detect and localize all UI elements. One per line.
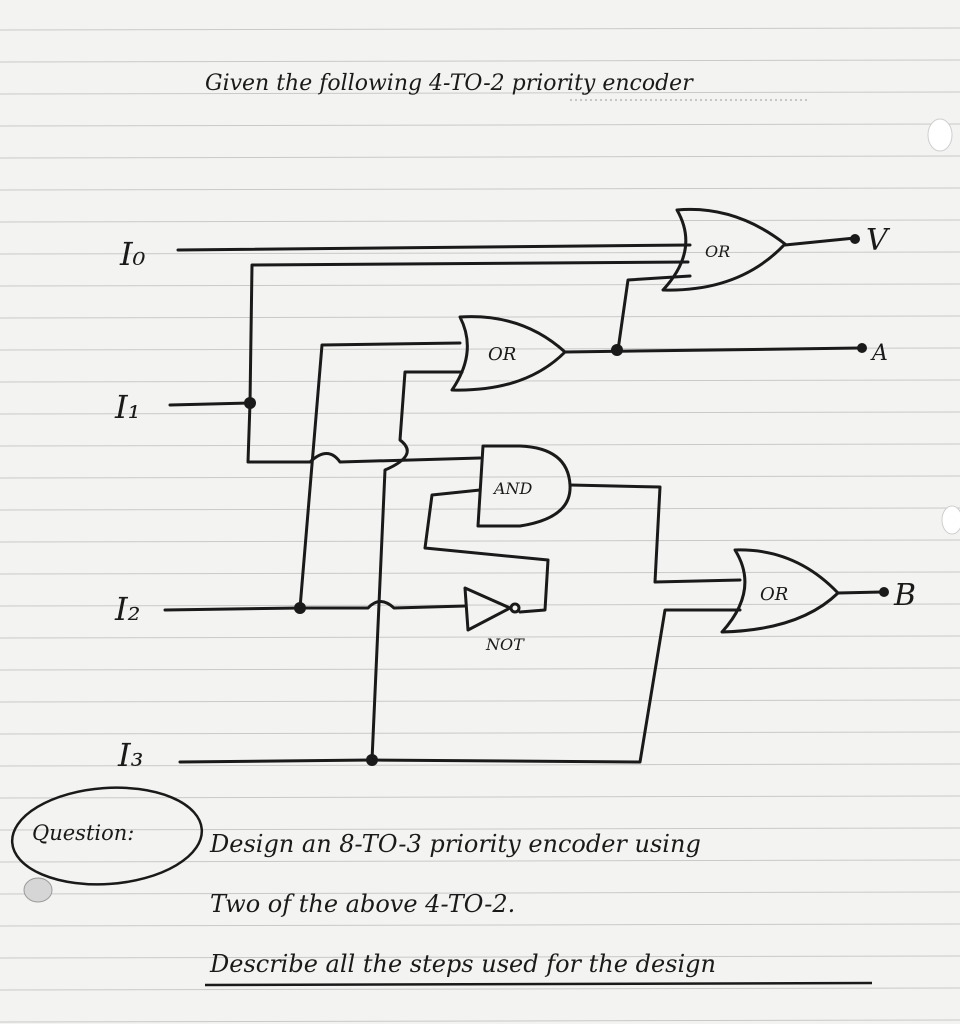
- or-gate-b-label: OR: [760, 584, 788, 605]
- wire-a-feedback: [616, 274, 692, 352]
- ruled-line: [0, 27, 960, 31]
- or-gate-v-label: OR: [705, 242, 730, 261]
- not-gate: NOT: [463, 586, 525, 654]
- ruled-line: [0, 731, 960, 735]
- ruled-line: [0, 379, 960, 383]
- ruled-line: [0, 1019, 960, 1023]
- ruled-line: [0, 923, 960, 927]
- output-label-a: A: [870, 341, 888, 366]
- question-line-2: Two of the above 4-TO-2.: [210, 890, 515, 918]
- junction-i3: [366, 754, 378, 766]
- input-label-i0: I₀: [119, 235, 146, 273]
- ruled-line: [0, 987, 960, 991]
- ruled-line: [0, 411, 960, 415]
- terminal-b: [879, 587, 889, 597]
- wire-and-out: [568, 483, 742, 584]
- junction-i1: [244, 397, 256, 409]
- or-gate-a-label: OR: [488, 344, 516, 365]
- question-oval: [10, 786, 204, 886]
- terminal-a: [857, 343, 867, 353]
- question-line-3: Describe all the steps used for the desi…: [209, 950, 716, 978]
- wire-not-loop: [423, 488, 550, 614]
- binder-hole-bottom: [23, 877, 53, 903]
- wire-i3-up: [370, 370, 464, 762]
- question-line-3-underline: [204, 981, 873, 987]
- wire-i1: [168, 401, 252, 407]
- ruled-line: [0, 571, 960, 575]
- wire-b-out: [836, 590, 884, 595]
- ruled-line: [0, 955, 960, 959]
- ruled-line: [0, 859, 960, 863]
- or-gate-a: OR: [450, 315, 567, 392]
- ruled-line: [0, 155, 960, 159]
- ruled-line: [0, 667, 960, 671]
- ruled-line: [0, 827, 960, 831]
- ruled-line: [0, 891, 960, 895]
- ruled-line: [0, 251, 960, 255]
- wire-i1-up: [248, 260, 690, 405]
- ruled-line: [0, 59, 960, 63]
- not-gate-label: NOT: [485, 635, 525, 654]
- ruled-line: [0, 795, 960, 799]
- or-gate-b: OR: [720, 548, 840, 634]
- input-label-i1: I₁: [114, 388, 140, 426]
- binder-hole-top: [927, 118, 953, 152]
- output-label-v: V: [866, 223, 891, 258]
- wire-v-out: [783, 236, 857, 247]
- input-label-i2: I₂: [114, 590, 140, 628]
- ruled-line: [0, 539, 960, 543]
- junction-dots: [244, 344, 623, 766]
- ruled-line: [0, 91, 960, 95]
- page-title: Given the following 4-TO-2 priority enco…: [205, 71, 694, 96]
- or-gate-v: OR: [661, 207, 787, 292]
- wire-i3: [178, 608, 742, 764]
- ruled-line: [0, 635, 960, 639]
- question-tag: Question:: [32, 821, 134, 845]
- ruled-line: [0, 283, 960, 287]
- wire-i1-down: [246, 401, 482, 464]
- ruled-line: [0, 187, 960, 191]
- junction-a: [611, 344, 623, 356]
- terminal-v: [850, 234, 860, 244]
- ruled-line: [0, 219, 960, 223]
- ruled-line: [0, 443, 960, 447]
- ruled-line: [0, 699, 960, 703]
- input-label-i3: I₃: [117, 736, 143, 774]
- and-gate-label: AND: [492, 479, 533, 498]
- ruled-lines: [0, 27, 960, 1023]
- and-gate: AND: [476, 444, 572, 528]
- binder-hole-middle: [941, 505, 960, 535]
- wire-i0: [176, 243, 692, 252]
- ruled-line: [0, 763, 960, 767]
- ruled-line: [0, 603, 960, 607]
- question-line-1: Design an 8-TO-3 priority encoder using: [209, 830, 701, 858]
- junction-i2: [294, 602, 306, 614]
- wire-i2-up: [298, 341, 462, 610]
- ruled-line: [0, 123, 960, 127]
- output-label-b: B: [893, 578, 916, 613]
